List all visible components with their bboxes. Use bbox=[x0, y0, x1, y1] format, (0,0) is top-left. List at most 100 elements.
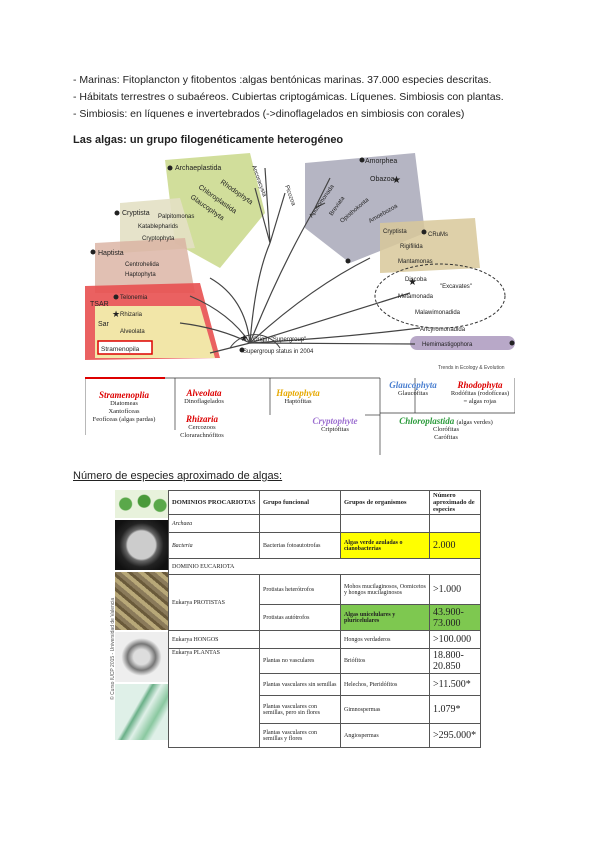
legend-haptophyta-line: Haptófitas bbox=[284, 398, 312, 405]
table-cell: 43.900-73.000 bbox=[429, 604, 481, 631]
table-cell: 18.800-20.850 bbox=[429, 648, 481, 674]
label-haptophyta: Haptophyta bbox=[125, 272, 156, 278]
legend-frame bbox=[85, 377, 515, 455]
table-cell: Protistas heterótrofos bbox=[259, 574, 341, 605]
label-sar: Sar bbox=[98, 321, 110, 328]
label-supergroup-2004: Supergroup status in 2004 bbox=[243, 349, 314, 355]
legend-glaucophyta-line: Glaucófitas bbox=[398, 390, 428, 397]
table-header-cell: DOMINIOS PROCARIOTAS bbox=[168, 490, 260, 515]
table-cell: Gimnospermas bbox=[340, 695, 430, 724]
table-row: Plantas vasculares con semillas, pero si… bbox=[169, 695, 481, 724]
table-header-row: DOMINIOS PROCARIOTAS Grupo funcional Gru… bbox=[168, 490, 481, 515]
table-row: Protistas autótrofos Algas unicelulares … bbox=[169, 604, 481, 631]
species-table: DOMINIOS PROCARIOTAS Grupo funcional Gru… bbox=[168, 490, 481, 748]
table-cell bbox=[429, 514, 481, 533]
cyanobacteria-photo bbox=[115, 490, 168, 518]
table-row: Plantas vasculares sin semillas Helechos… bbox=[169, 673, 481, 696]
table-row: Eukarya PLANTAS Plantas no vasculares Br… bbox=[168, 648, 481, 748]
bullet-habitats: - Hábitats terrestres o subaéreos. Cubie… bbox=[73, 91, 504, 103]
fungi-photo bbox=[115, 632, 168, 682]
label-origin: Origin "Supergroup" bbox=[253, 337, 306, 343]
figure-credit: Trends in Ecology & Evolution bbox=[438, 365, 505, 371]
bullet-list: - Marinas: Fitoplancton y fitobentos :al… bbox=[73, 72, 504, 123]
label-excavates: "Excavates" bbox=[440, 284, 472, 290]
label-amorphea: Amorphea bbox=[365, 158, 397, 165]
svg-text:★: ★ bbox=[392, 175, 401, 186]
table-row: Bacteria Bacterias fotoautotrofas Algas … bbox=[168, 532, 481, 559]
table-cell: Plantas no vasculares bbox=[259, 648, 341, 674]
label-mantamonas: Mantamonas bbox=[398, 259, 433, 265]
legend-rhodophyta: Rhodophyta Rodófitas (rodofíceas) = alga… bbox=[440, 380, 520, 406]
legend-glaucophyta: Glaucophyta Glaucófitas bbox=[378, 380, 448, 398]
table-cell: 1.079* bbox=[429, 695, 481, 724]
table-cell: >1.000 bbox=[429, 574, 481, 605]
phylogenetic-tree-figure: Archaeplastida Rhodophyta Chloroplastida… bbox=[85, 153, 515, 360]
table-row: Eukarya HONGOS Hongos verdaderos >100.00… bbox=[168, 630, 481, 649]
legend-rhizaria: Rhizaria Cercozoos Clorarachnófitos bbox=[172, 414, 232, 440]
table-cell: Hongos verdaderos bbox=[340, 630, 430, 649]
label-cryptophyta: Cryptophyta bbox=[142, 236, 175, 242]
label-palpitomonas: Palpitomonas bbox=[158, 214, 194, 220]
legend-haptophyta: Haptophyta Haptófitas bbox=[268, 388, 328, 406]
table-cell: >100.000 bbox=[429, 630, 481, 649]
table-cell: Eukarya HONGOS bbox=[168, 630, 260, 649]
table-cell: Algas verde azuladas o cianobacterias bbox=[340, 532, 430, 559]
table-cell: Plantas vasculares con semillas y flores bbox=[259, 723, 341, 748]
cryptista-right-region bbox=[380, 218, 480, 273]
table-cell: Protistas autótrofos bbox=[259, 604, 341, 631]
table-header-cell: Grupos de organismos bbox=[340, 490, 430, 515]
label-metamonada: Metamonada bbox=[398, 294, 434, 300]
legend-rhodophyta-line: Rodófitas (rodofíceas) bbox=[450, 390, 510, 397]
legend-rhizaria-title: Rhizaria bbox=[185, 414, 218, 424]
table-cell: Angiospermas bbox=[340, 723, 430, 748]
legend-rhodophyta-title: Rhodophyta bbox=[457, 380, 503, 390]
label-centrohelida: Centrohelida bbox=[125, 262, 160, 268]
section-heading-algas: Las algas: un grupo filogenéticamente he… bbox=[73, 134, 344, 146]
table-cell: Plantas vasculares sin semillas bbox=[259, 673, 341, 696]
legend-stramenoplia-line: Diatomeas bbox=[110, 400, 138, 407]
legend-chloroplastida-suffix: (algas verdes) bbox=[456, 419, 493, 426]
label-hemimastigophora: Hemimastigophora bbox=[422, 342, 473, 348]
table-cell: Bacteria bbox=[168, 532, 260, 559]
table-cell: Eukarya PROTISTAS bbox=[168, 574, 260, 631]
legend-cryptophyte-title: Cryptophyte bbox=[312, 416, 358, 426]
label-telonemia: Telonemia bbox=[120, 295, 148, 301]
table-cell: >295.000* bbox=[429, 723, 481, 748]
legend-stramenoplia-title: Stramenoplia bbox=[98, 390, 149, 400]
svg-text:★: ★ bbox=[240, 333, 248, 343]
label-rhizaria: Rhizaria bbox=[120, 312, 143, 318]
svg-text:★: ★ bbox=[408, 277, 417, 288]
legend-cryptophyte: Cryptophyte Criptófitas bbox=[300, 416, 370, 434]
table-row: Archaea bbox=[168, 514, 481, 533]
algae-photo bbox=[115, 572, 168, 630]
hemimastigophora-region bbox=[410, 336, 515, 350]
legend-alveolata-title: Alveolata bbox=[186, 388, 222, 398]
legend-stramenoplia-line: Xantofíceas bbox=[108, 408, 140, 415]
table-row: Plantas vasculares con semillas y flores… bbox=[169, 723, 481, 748]
table-cell bbox=[259, 514, 341, 533]
legend-chloroplastida: Chloroplastida (algas verdes) Clorófitas… bbox=[386, 416, 506, 442]
label-cryptista-right: Cryptista bbox=[383, 229, 407, 235]
legend-haptophyta-title: Haptophyta bbox=[276, 388, 320, 398]
section-heading-especies: Número de especies aproximado de algas: bbox=[73, 470, 283, 482]
table-cell: Bacterias fotoautotrofas bbox=[259, 532, 341, 559]
label-malawimonadida: Malawimonadida bbox=[415, 310, 461, 316]
table-cell: Briófitos bbox=[340, 648, 430, 674]
svg-text:★: ★ bbox=[112, 309, 120, 319]
bullet-marinas: - Marinas: Fitoplancton y fitobentos :al… bbox=[73, 74, 492, 86]
label-archaeplastida: Archaeplastida bbox=[175, 165, 221, 172]
bullet-simbiosis: - Simbiosis: en líquenes e invertebrados… bbox=[73, 108, 465, 120]
label-stramenopila: Stramenopila bbox=[101, 346, 140, 353]
diatom-photo bbox=[115, 520, 168, 570]
legend-chloroplastida-title: Chloroplastida bbox=[399, 416, 455, 426]
haptista-region bbox=[95, 238, 195, 293]
label-katablepharids: Katablepharids bbox=[138, 224, 178, 230]
legend-stramenoplia-line: Feofíceas (algas pardas) bbox=[92, 416, 156, 423]
label-alveolata: Alveolata bbox=[120, 329, 145, 335]
label-haptista: Haptista bbox=[98, 250, 124, 257]
table-cell bbox=[340, 514, 430, 533]
table-cell: 2.000 bbox=[429, 532, 481, 559]
table-cell bbox=[259, 630, 341, 649]
table-row: Eukarya PROTISTAS Protistas heterótrofos… bbox=[168, 574, 481, 631]
photo-caption: © Curso IUCP 2015 - Universidad de Valen… bbox=[110, 597, 116, 700]
